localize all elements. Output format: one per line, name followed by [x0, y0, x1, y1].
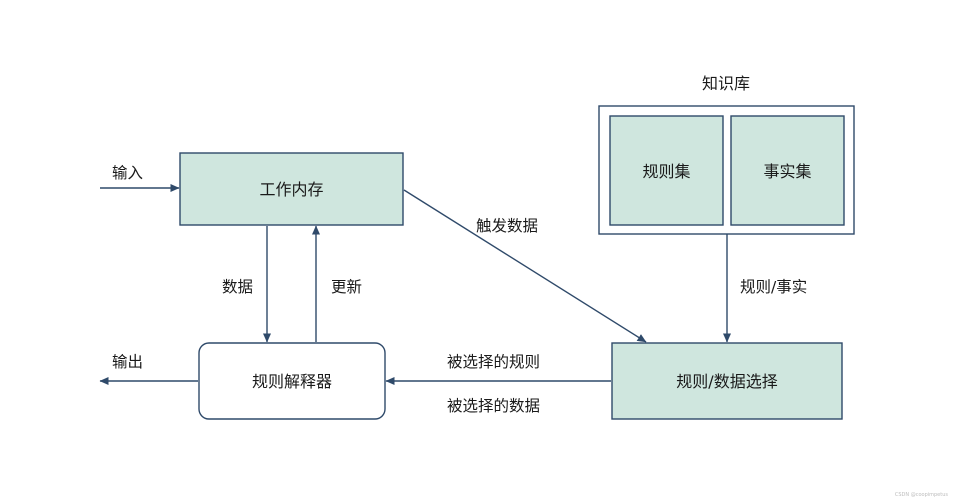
working-memory-node: 工作内存	[179, 152, 404, 226]
data-label: 数据	[222, 278, 253, 296]
rule-data-selection-label: 规则/数据选择	[676, 372, 777, 391]
knowledge-base: 知识库 规则集 事实集	[598, 74, 855, 235]
fact-set-label: 事实集	[763, 162, 811, 181]
output-label: 输出	[112, 353, 143, 371]
rule-set-box	[609, 115, 724, 226]
working-memory-label: 工作内存	[259, 180, 323, 199]
working-memory-box	[179, 152, 404, 226]
selected-data-label: 被选择的数据	[447, 397, 540, 415]
knowledge-base-title: 知识库	[702, 74, 750, 93]
rule-set-node: 规则集	[609, 115, 724, 226]
rule-data-selection-node: 规则/数据选择	[611, 342, 843, 420]
rule-data-selection-box	[611, 342, 843, 420]
rule-set-label: 规则集	[642, 162, 690, 181]
rule-interpreter-node: 规则解释器	[198, 342, 386, 420]
rule-interpreter-box	[198, 342, 386, 420]
trigger-data-label: 触发数据	[476, 217, 538, 235]
fact-set-node: 事实集	[730, 115, 845, 226]
selected-rules-label: 被选择的规则	[447, 353, 540, 371]
watermark: CSDN @coopimpetus	[895, 492, 949, 498]
trigger-data-arrow	[403, 189, 647, 343]
input-label: 输入	[112, 164, 143, 182]
update-label: 更新	[331, 278, 362, 296]
rule-interpreter-label: 规则解释器	[252, 372, 332, 391]
fact-set-box	[730, 115, 845, 226]
rules-facts-label: 规则/事实	[740, 278, 807, 296]
